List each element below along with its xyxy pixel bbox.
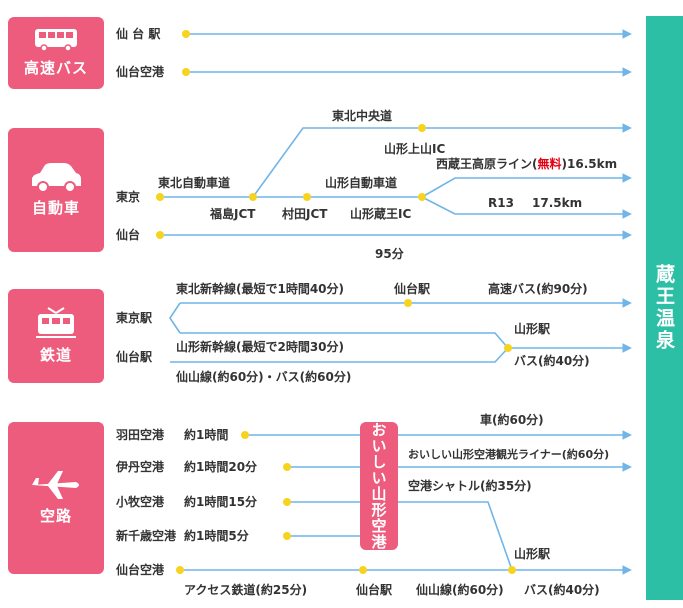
route-dot [241,431,249,439]
origin-haneda: 羽田空港 [116,427,165,442]
liner-60: おいしい山形空港観光ライナー(約60分) [408,447,609,461]
line-tohoku-shinkansen: 東北新幹線(最短で1時間40分) [176,281,344,296]
route-line [180,332,509,349]
road-tohoku-exp: 東北自動車道 [158,175,230,190]
category-bus-label: 高速バス [23,59,88,77]
route-dot [504,344,512,352]
category-bus: 高速バス [8,17,104,89]
express-bus-90: 高速バス(約90分) [488,281,588,296]
route-line [252,123,632,198]
route-dot [418,124,426,132]
route-dot [303,193,311,201]
origin-tokyo-station: 東京駅 [116,310,153,325]
time-chitose: 約1時間5分 [184,528,249,543]
origin-itami: 伊丹空港 [115,459,165,474]
route-line [170,347,509,363]
category-car-label: 自動車 [31,199,80,217]
jct-fukushima: 福島JCT [209,206,256,221]
ic-yamagata-zao: 山形蔵王IC [350,206,411,221]
category-car: 自動車 [8,128,104,252]
time-itami: 約1時間20分 [184,459,257,474]
oishii-yamagata-airport-label: おいしい山形空港 [369,422,388,550]
jct-murata: 村田JCT [282,206,328,221]
origin-sendai-airport: 仙台空港 [116,64,165,79]
line-access-rail: アクセス鉄道(約25分) [184,582,307,597]
road-r13: R13 [488,196,514,210]
bus-40-air: バス(約40分) [524,582,600,597]
road-r13-distance: 17.5km [532,196,582,210]
station-sendai: 仙台駅 [394,281,431,296]
route-dot [182,30,190,38]
road-tohoku-central: 東北中央道 [332,108,392,123]
origin-sendai-airport-air: 仙台空港 [116,562,165,577]
origin-chitose: 新千歳空港 [116,528,177,543]
station-yamagata-air: 山形駅 [514,546,551,561]
oishii-yamagata-airport-box: おいしい山形空港 [360,422,398,550]
route-line [421,173,632,198]
airplane-icon [32,471,79,499]
bus-icon [35,29,77,52]
station-sendai-air: 仙台駅 [356,582,393,597]
origin-sendai-station: 仙 台 駅 [116,26,161,41]
time-haneda: 約1時間 [184,427,228,442]
line-yamagata-shinkansen: 山形新幹線(最短で2時間30分) [176,339,344,354]
destination-label: 蔵王温泉 [653,264,675,352]
origin-tokyo: 東京 [116,189,140,204]
route-dot [283,463,291,471]
ic-yamagata-kaminoyama: 山形上山IC [384,141,445,156]
category-air-label: 空路 [39,507,72,525]
route-dot [283,532,291,540]
origin-sendai-station-rail: 仙台駅 [116,349,153,364]
car-60: 車(約60分) [480,412,544,427]
category-rail: 鉄道 [8,289,104,383]
origin-sendai: 仙台 [116,227,140,242]
route-line [421,196,632,219]
road-nishizao: 西蔵王高原ライン(無料)16.5km [436,156,617,171]
route-dot [156,193,164,201]
train-icon [36,307,76,338]
route-dot [249,193,257,201]
route-dot [404,299,412,307]
station-yamagata: 山形駅 [514,321,551,336]
route-line [169,302,181,334]
road-yamagata-exp: 山形自動車道 [325,175,397,190]
bus-40: バス(約40分) [514,353,590,368]
destination-bar: 蔵王温泉 [646,16,683,600]
route-dot [156,231,164,239]
time-95: 95分 [375,246,404,261]
category-air: 空路 [8,422,104,574]
route-dot [176,566,184,574]
car-icon [32,163,81,192]
route-dot [283,498,291,506]
route-line [287,501,513,571]
line-senzan: 仙山線(約60分)・バス(約60分) [176,369,351,384]
route-dot [418,193,426,201]
line-senzan-60: 仙山線(約60分) [416,582,504,597]
origin-komaki: 小牧空港 [116,494,165,509]
route-dot [508,566,516,574]
shuttle-35: 空港シャトル(約35分) [408,478,532,493]
route-dot [359,566,367,574]
route-dot [182,68,190,76]
time-komaki: 約1時間15分 [184,494,257,509]
category-rail-label: 鉄道 [39,346,72,364]
